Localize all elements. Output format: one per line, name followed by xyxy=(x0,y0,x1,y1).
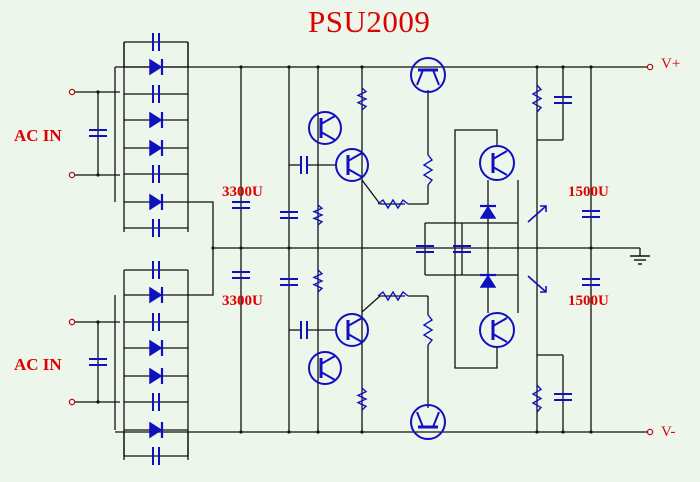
capacitor-icon xyxy=(152,219,160,237)
junction-dot xyxy=(589,246,593,250)
diode-icon xyxy=(149,421,164,439)
capacitor-icon xyxy=(300,321,308,339)
cap-3300u-lower-label: 3300U xyxy=(222,293,263,309)
terminal-dot xyxy=(646,428,654,436)
junction-dot xyxy=(589,430,593,434)
transistor-icon xyxy=(479,145,515,181)
ac-in-top-label: AC IN xyxy=(14,126,62,145)
junction-dot xyxy=(561,65,565,69)
diode-icon xyxy=(149,58,164,76)
diode-icon xyxy=(479,204,497,219)
transistor-icon xyxy=(479,312,515,348)
junction-dot xyxy=(561,430,565,434)
ground-icon xyxy=(630,255,650,265)
junction-dot xyxy=(287,430,291,434)
capacitor-icon xyxy=(152,313,160,331)
cap-1500u-lower-label: 1500U xyxy=(568,293,609,309)
resistor-icon xyxy=(377,290,409,302)
junction-dot xyxy=(239,430,243,434)
capacitor-icon xyxy=(232,271,250,279)
junction-dot xyxy=(211,246,215,250)
resistor-icon xyxy=(531,384,543,413)
junction-dot xyxy=(360,65,364,69)
capacitor-icon xyxy=(89,129,107,137)
resistor-icon xyxy=(356,387,368,411)
capacitor-icon xyxy=(416,245,434,253)
transistor-icon xyxy=(335,313,369,347)
diode-icon xyxy=(149,139,164,157)
capacitor-icon xyxy=(280,278,298,286)
junction-dot xyxy=(96,400,100,404)
junction-dot xyxy=(239,65,243,69)
diode-icon xyxy=(149,286,164,304)
transistor-icon xyxy=(308,111,342,145)
junction-dot xyxy=(360,430,364,434)
capacitor-icon xyxy=(152,393,160,411)
ac-in-bottom-label: AC IN xyxy=(14,355,62,374)
capacitor-icon xyxy=(582,278,600,286)
terminal-dot xyxy=(68,88,76,96)
diode-icon xyxy=(149,367,164,385)
resistor-icon xyxy=(422,154,434,186)
junction-dot xyxy=(316,430,320,434)
resistor-icon xyxy=(356,87,368,111)
junction-dot xyxy=(239,246,243,250)
transistor-icon xyxy=(335,148,369,182)
junction-dot xyxy=(316,65,320,69)
transistor-icon xyxy=(410,57,446,93)
resistor-icon xyxy=(312,269,324,293)
potentiometer-icon xyxy=(527,205,547,293)
capacitor-icon xyxy=(89,358,107,366)
resistor-icon xyxy=(312,204,324,226)
cap-1500u-upper-label: 1500U xyxy=(568,184,609,200)
junction-dot xyxy=(287,65,291,69)
capacitor-icon xyxy=(453,245,471,253)
terminal-dot xyxy=(68,171,76,179)
transistor-icon xyxy=(410,404,446,440)
junction-dot xyxy=(535,430,539,434)
capacitor-icon xyxy=(152,447,160,465)
diode-icon xyxy=(149,193,164,211)
junction-dot xyxy=(287,246,291,250)
diode-icon xyxy=(479,273,497,288)
v-minus-label: V- xyxy=(661,424,676,440)
resistor-icon xyxy=(422,314,434,346)
junction-dot xyxy=(535,65,539,69)
resistor-icon xyxy=(377,198,409,210)
capacitor-icon xyxy=(152,261,160,279)
v-plus-label: V+ xyxy=(661,56,681,72)
terminal-dot xyxy=(68,398,76,406)
terminals xyxy=(68,63,654,436)
capacitor-icon xyxy=(152,33,160,51)
terminal-dot xyxy=(646,63,654,71)
diagram-title: PSU2009 xyxy=(308,4,431,39)
capacitor-icon xyxy=(152,85,160,103)
junction-dot xyxy=(589,65,593,69)
capacitor-icon xyxy=(554,393,572,401)
diode-icon xyxy=(149,339,164,357)
capacitor-icon xyxy=(554,96,572,104)
resistor-icon xyxy=(531,84,543,113)
junction-dot xyxy=(96,173,100,177)
capacitor-icon xyxy=(300,156,308,174)
capacitor-icon xyxy=(232,201,250,209)
capacitor-icon xyxy=(582,210,600,218)
diode-icon xyxy=(149,111,164,129)
junction-dot xyxy=(96,90,100,94)
terminal-dot xyxy=(68,318,76,326)
capacitor-icon xyxy=(152,165,160,183)
transistor-icon xyxy=(308,351,342,385)
cap-3300u-upper-label: 3300U xyxy=(222,184,263,200)
components xyxy=(89,33,650,465)
junction-dot xyxy=(96,320,100,324)
capacitor-icon xyxy=(280,211,298,219)
